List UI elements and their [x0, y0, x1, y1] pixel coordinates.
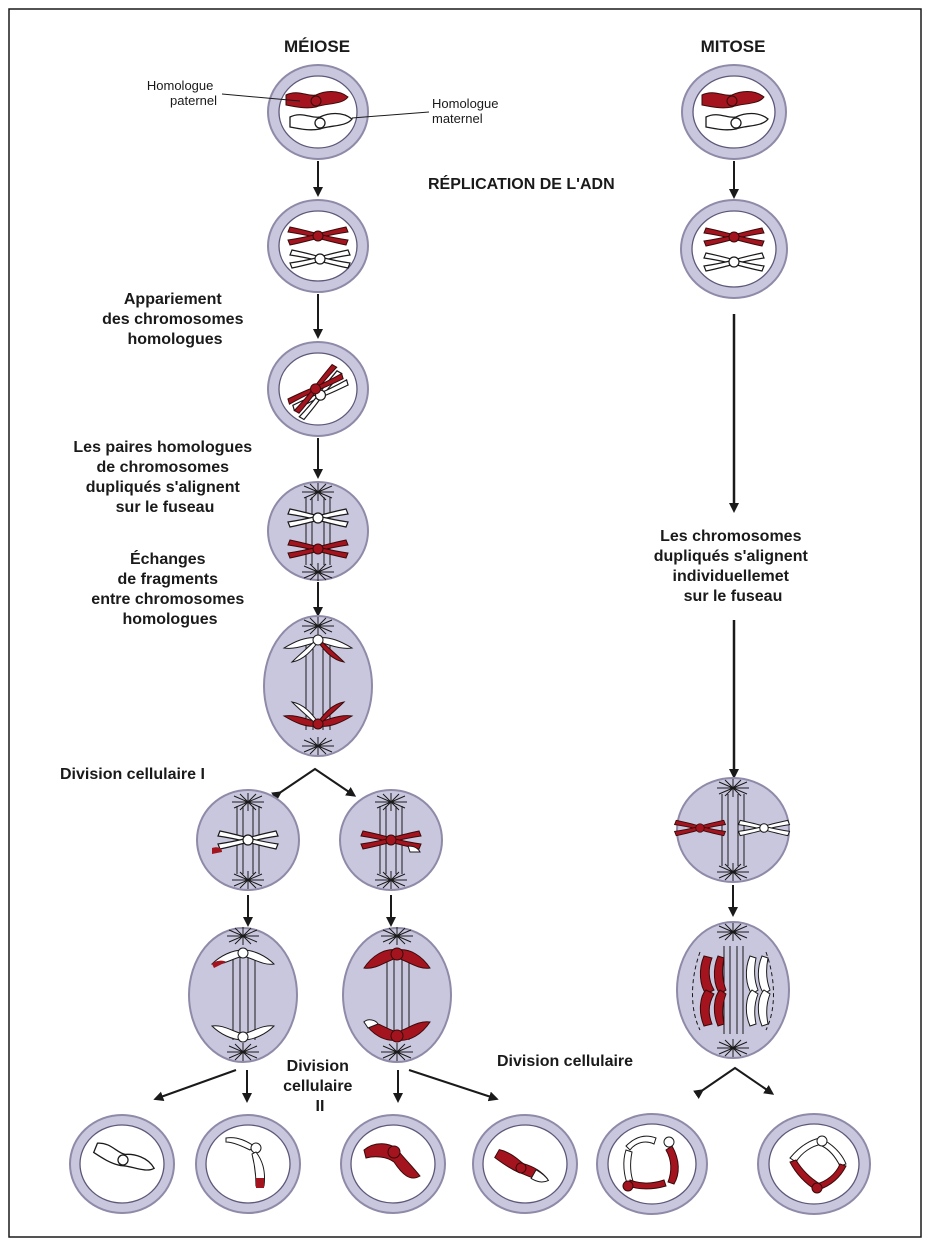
division-2-label: Division cellulaire II — [283, 1058, 357, 1115]
mitosis-cell-4 — [677, 922, 789, 1058]
replication-label: RÉPLICATION DE L'ADN — [428, 174, 615, 193]
meiosis-header: MÉIOSE — [284, 37, 350, 56]
align-pairs-label: Les paires homologues de chromosomes dup… — [73, 439, 256, 516]
arrow-g1 — [158, 1070, 236, 1098]
meiosis-cell-4 — [268, 482, 368, 581]
meiosis-cell-7a — [189, 927, 297, 1062]
meiosis-cell-3 — [268, 342, 368, 436]
arrow-split-mitosis — [700, 1068, 770, 1092]
meiosis-cell-5 — [264, 616, 372, 756]
crossover-label: Échanges de fragments entre chromosomes … — [91, 549, 248, 628]
mitosis-daughter-2 — [758, 1114, 870, 1214]
pairing-label: Appariement des chromosomes homologues — [102, 291, 248, 348]
maternal-homologue-label: Homologue maternel — [432, 96, 502, 126]
mitosis-header: MITOSE — [701, 37, 766, 56]
gamete-3 — [341, 1115, 445, 1213]
meiosis-cell-2 — [268, 200, 368, 292]
paternal-homologue-label: Homologue paternel — [147, 78, 217, 108]
meiosis-cell-7b — [343, 927, 451, 1062]
mitosis-align-label: Les chromosomes dupliqués s'alignent ind… — [654, 528, 813, 605]
division-1-label: Division cellulaire I — [60, 766, 205, 783]
mitosis-division-label: Division cellulaire — [497, 1053, 633, 1070]
mitosis-cell-1 — [682, 65, 786, 159]
meiosis-cell-6a — [197, 790, 299, 890]
gamete-1 — [70, 1115, 174, 1213]
mitosis-cell-2 — [681, 200, 787, 298]
mitosis-daughter-1 — [597, 1114, 707, 1214]
mitosis-cell-3 — [675, 778, 790, 882]
meiosis-cell-6b — [340, 790, 442, 890]
arrow-g4 — [409, 1070, 494, 1098]
arrow-split-1 — [278, 769, 352, 794]
gamete-4 — [473, 1115, 577, 1213]
gamete-2 — [196, 1115, 300, 1213]
meiosis-cell-1 — [268, 65, 368, 159]
